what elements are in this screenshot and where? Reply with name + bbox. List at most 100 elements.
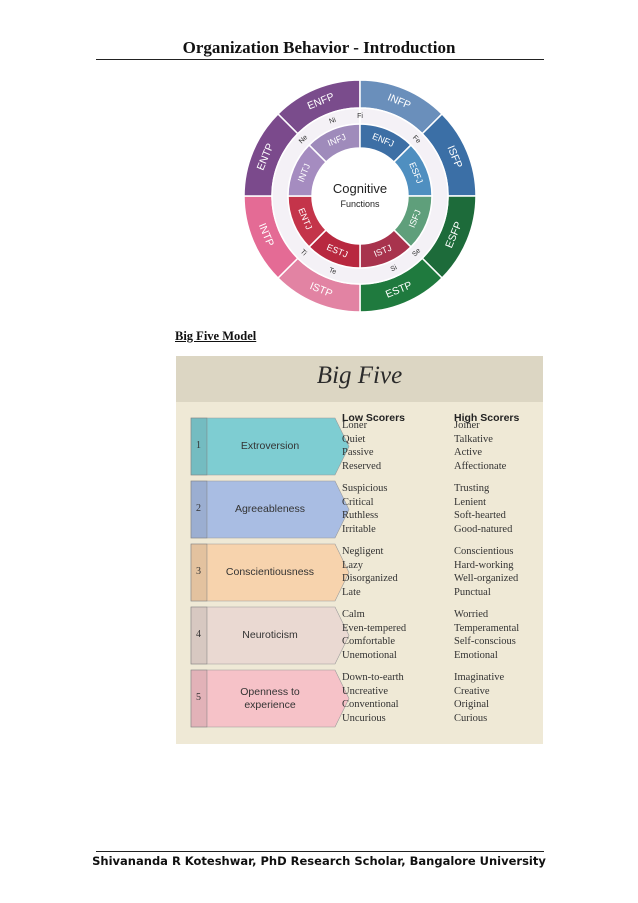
- low-word: Passive: [342, 447, 374, 458]
- function-label: Fe: [411, 134, 422, 145]
- high-scorers-header: High Scorers: [454, 412, 520, 424]
- trait-name-line: Conscientiousness: [225, 566, 315, 578]
- high-word: Good-natured: [454, 523, 513, 535]
- high-word: Lenient: [454, 496, 487, 508]
- low-word: Down-to-earth: [342, 672, 404, 683]
- trait-number: 2: [196, 502, 201, 514]
- high-word: Trusting: [454, 483, 490, 494]
- high-word: Creative: [454, 685, 490, 697]
- high-word: Conscientious: [454, 546, 514, 557]
- big-five-title-bar: Big Five: [176, 356, 543, 402]
- low-word: Disorganized: [342, 573, 398, 584]
- high-word: Affectionate: [454, 460, 507, 472]
- trait-name: Conscientiousness: [207, 566, 333, 579]
- high-word: Well-organized: [454, 573, 519, 584]
- wheel-center: [313, 149, 407, 243]
- big-five-title: Big Five: [316, 362, 403, 389]
- trait-number: 1: [196, 439, 201, 451]
- low-word: Uncreative: [342, 685, 389, 697]
- function-label: Ne: [298, 134, 309, 145]
- trait-number-strip: [190, 543, 208, 602]
- high-word: Joiner: [454, 420, 480, 431]
- low-word: Lazy: [342, 559, 363, 571]
- high-word: Self-conscious: [454, 636, 516, 647]
- trait-name: Extroversion: [207, 440, 333, 453]
- high-word: Emotional: [454, 649, 498, 661]
- low-word: Even-tempered: [342, 622, 407, 634]
- big-five-caption: Big Five Model: [175, 329, 257, 343]
- big-five-figure: Big Five Low Scorers High Scorers 1 Extro…: [176, 356, 543, 744]
- high-word: Original: [454, 699, 489, 710]
- trait-strip-shade: [191, 544, 207, 601]
- trait-number-strip: [190, 669, 208, 728]
- low-word: Late: [342, 586, 361, 598]
- function-label: Se: [411, 247, 422, 258]
- trait-number: 3: [196, 565, 201, 577]
- trait-name-line: Neuroticism: [242, 629, 298, 641]
- trait-name: Agreeableness: [207, 503, 333, 516]
- high-word: Talkative: [454, 433, 493, 445]
- inner-segment: [287, 144, 328, 197]
- trait-arrows: [190, 417, 350, 728]
- high-word: Soft-hearted: [454, 510, 506, 521]
- footer-rule: [96, 851, 544, 852]
- trait-number: 4: [196, 628, 201, 640]
- low-word: Conventional: [342, 699, 399, 710]
- low-word: Irritable: [342, 523, 376, 535]
- low-word: Comfortable: [342, 636, 396, 647]
- page-header-title: Organization Behavior - Introduction: [182, 38, 456, 57]
- trait-number: 5: [196, 691, 201, 703]
- low-word: Loner: [342, 420, 368, 431]
- wheel-center-line1: Cognitive: [333, 181, 387, 196]
- trait-number-strip: [190, 480, 208, 539]
- function-label: Ni: [328, 117, 337, 126]
- high-word: Worried: [454, 609, 489, 620]
- high-word: Hard-working: [454, 559, 514, 571]
- trait-strip-shade: [191, 607, 207, 664]
- high-word: Active: [454, 447, 482, 458]
- trait-strip-shade: [191, 418, 207, 475]
- wheel-center-line2: Functions: [340, 199, 380, 209]
- low-word: Quiet: [342, 433, 366, 445]
- function-label: Fi: [357, 113, 363, 120]
- trait-strip-shade: [191, 670, 207, 727]
- low-scorers-header: Low Scorers: [342, 412, 406, 424]
- low-word: Negligent: [342, 546, 384, 557]
- low-word: Ruthless: [342, 510, 379, 521]
- trait-name-line: experience: [244, 698, 296, 711]
- trait-name-line: Openness to: [240, 685, 300, 698]
- function-label: Te: [328, 267, 337, 276]
- function-label: Ti: [299, 248, 308, 257]
- low-word: Calm: [342, 609, 365, 620]
- trait-strip-shade: [191, 481, 207, 538]
- page-footer: Shivananda R Koteshwar, PhD Research Sch…: [92, 854, 546, 868]
- high-word: Imaginative: [454, 672, 505, 683]
- low-word: Suspicious: [342, 483, 388, 494]
- high-word: Punctual: [454, 586, 491, 598]
- low-word: Uncurious: [342, 712, 386, 724]
- low-word: Unemotional: [342, 649, 397, 661]
- low-word: Critical: [342, 496, 374, 508]
- trait-number-strip: [190, 606, 208, 665]
- low-word: Reserved: [342, 460, 382, 472]
- high-word: Temperamental: [454, 622, 520, 634]
- header-rule: [96, 59, 544, 60]
- trait-name: Neuroticism: [207, 629, 333, 642]
- trait-name-line: Agreeableness: [234, 503, 306, 515]
- function-label: Si: [390, 264, 399, 273]
- trait-number-strip: [190, 417, 208, 476]
- trait-name-line: Extroversion: [240, 440, 300, 452]
- high-word: Curious: [454, 712, 488, 724]
